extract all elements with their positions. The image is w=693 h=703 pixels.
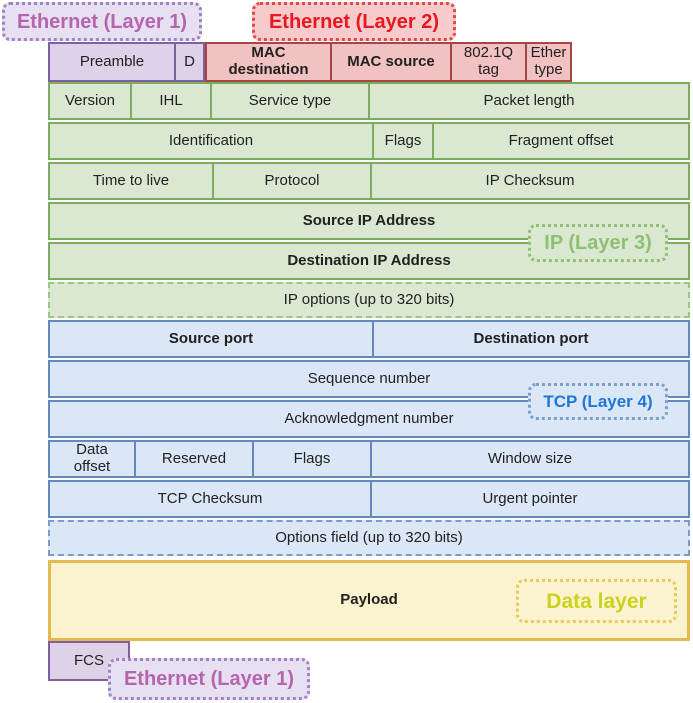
ip-row-2: Identification Flags Fragment offset [48, 122, 690, 160]
field-ip-protocol: Protocol [212, 164, 370, 198]
ip-row-1: Version IHL Service type Packet length [48, 82, 690, 120]
field-payload: Payload [340, 591, 398, 609]
field-tcp-flags: Flags [252, 442, 370, 476]
field-ip-options: IP options (up to 320 bits) [283, 290, 455, 308]
label-ethernet-layer1-bottom: Ethernet (Layer 1) [108, 658, 310, 700]
field-ip-identification: Identification [168, 131, 254, 149]
field-tcp-urgent-pointer: Urgent pointer [370, 482, 688, 516]
field-ip-fragment-offset: Fragment offset [432, 124, 688, 158]
tcp-row-options: Options field (up to 320 bits) [48, 520, 690, 556]
field-tcp-ack-number: Acknowledgment number [284, 409, 454, 427]
field-ip-flags: Flags [372, 124, 432, 158]
field-vlan-tag: 802.1Q tag [450, 44, 525, 80]
ip-row-3: Time to live Protocol IP Checksum [48, 162, 690, 200]
field-ip-service-type: Service type [210, 84, 368, 118]
field-tcp-data-offset: Data offset [73, 441, 111, 475]
label-ip-layer3: IP (Layer 3) [528, 224, 668, 262]
label-ethernet-layer1-top: Ethernet (Layer 1) [2, 2, 202, 41]
field-mac-source: MAC source [330, 44, 450, 80]
field-ip-destination-address: Destination IP Address [287, 251, 451, 269]
tcp-row-5: TCP Checksum Urgent pointer [48, 480, 690, 518]
field-ip-ihl: IHL [130, 84, 210, 118]
field-sfd: D [174, 44, 203, 80]
label-ethernet-layer2: Ethernet (Layer 2) [252, 2, 456, 41]
field-tcp-reserved: Reserved [134, 442, 252, 476]
field-tcp-options: Options field (up to 320 bits) [275, 528, 463, 546]
ethernet-header-box: MAC destination MAC source 802.1Q tag Et… [205, 42, 572, 82]
field-ip-version: Version [64, 91, 116, 109]
field-fcs: FCS [74, 651, 104, 669]
field-tcp-checksum: TCP Checksum [157, 489, 263, 507]
field-tcp-sequence-number: Sequence number [307, 369, 431, 387]
field-mac-destination: MAC destination [228, 44, 309, 78]
field-ip-ttl: Time to live [92, 171, 170, 189]
field-ip-checksum: IP Checksum [370, 164, 688, 198]
tcp-row-4: Data offset Reserved Flags Window size [48, 440, 690, 478]
field-ip-source-address: Source IP Address [302, 211, 436, 229]
field-ethertype: Ether type [525, 44, 570, 80]
field-ip-packet-length: Packet length [368, 84, 688, 118]
field-tcp-destination-port: Destination port [372, 322, 688, 356]
ip-row-source: Source IP Address [48, 202, 690, 240]
ip-row-options: IP options (up to 320 bits) [48, 282, 690, 318]
tcp-row-ports: Source port Destination port [48, 320, 690, 358]
field-preamble: Preamble [79, 52, 145, 70]
field-tcp-source-port: Source port [168, 329, 254, 347]
ethernet-preamble-box: Preamble D [48, 42, 205, 82]
field-tcp-window-size: Window size [370, 442, 688, 476]
label-data-layer: Data layer [516, 579, 677, 623]
label-tcp-layer4: TCP (Layer 4) [528, 383, 668, 420]
